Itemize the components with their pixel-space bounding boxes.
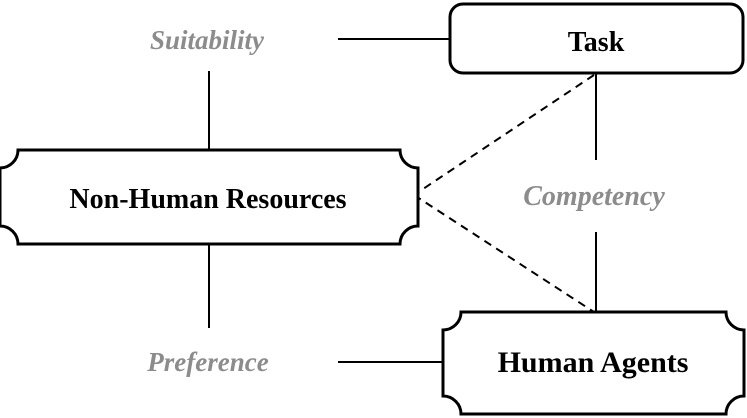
competency-label: Competency — [523, 181, 665, 212]
non-human-resources-box — [0, 148, 420, 246]
non-human-resources-label: Non-Human Resources — [69, 184, 346, 215]
task-label: Task — [568, 27, 625, 58]
human-agents-label: Human Agents — [498, 346, 689, 379]
suitability-label: Suitability — [150, 25, 265, 55]
preference-label: Preference — [146, 347, 268, 377]
task-box — [448, 2, 745, 75]
task-to-resources-dashed-line — [413, 74, 595, 196]
resources-to-agents-dashed-line — [413, 194, 595, 313]
human-agents-box — [441, 310, 746, 416]
